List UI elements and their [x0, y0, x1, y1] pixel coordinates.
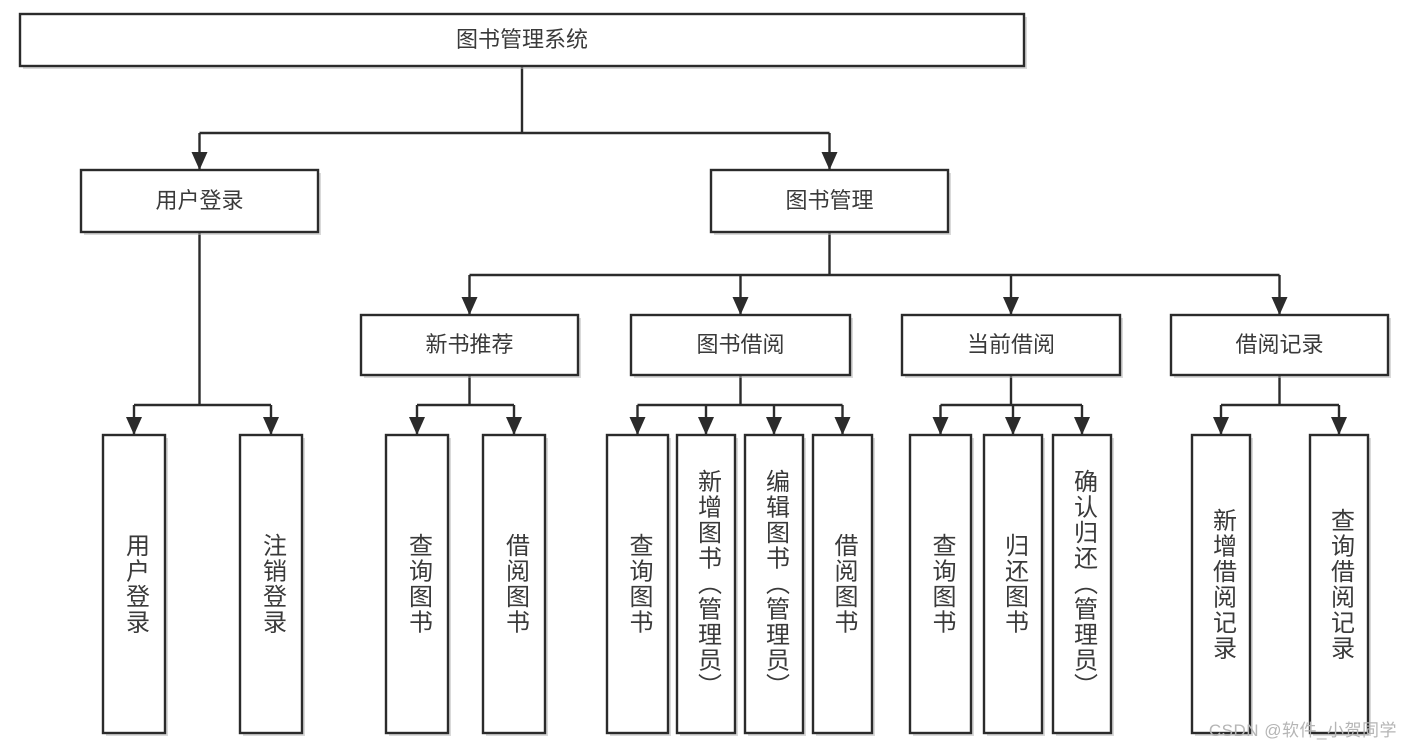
node-box[interactable]	[18, 12, 1026, 68]
node-box[interactable]	[629, 313, 852, 377]
arrow-head-icon	[1005, 417, 1021, 435]
arrow-head-icon	[1271, 297, 1288, 315]
arrow-head-icon	[698, 417, 714, 435]
node-box[interactable]	[908, 433, 973, 735]
arrow-head-icon	[263, 417, 279, 435]
node-box[interactable]	[811, 433, 874, 735]
node-book-borrow[interactable]: 图书借阅	[629, 313, 853, 378]
node-root[interactable]: 图书管理系统	[18, 12, 1027, 69]
node-leaf-add-record[interactable]	[1190, 433, 1253, 736]
node-box[interactable]	[238, 433, 304, 735]
arrow-head-icon	[191, 152, 208, 170]
node-box[interactable]	[481, 433, 547, 735]
node-label: 图书管理	[785, 188, 873, 213]
node-leaf-query-record[interactable]	[1308, 433, 1371, 736]
arrow-head-icon	[766, 417, 782, 435]
arrow-head-icon	[461, 297, 478, 315]
node-leaf-confirm-return[interactable]	[1051, 433, 1114, 736]
connector-layer	[126, 66, 1347, 435]
node-borrow-record[interactable]: 借阅记录	[1169, 313, 1391, 378]
node-label: 当前借阅	[967, 332, 1055, 357]
arrow-head-icon	[821, 152, 838, 170]
node-leaf-borrow-book-2[interactable]	[811, 433, 875, 736]
node-label: 图书借阅	[696, 332, 784, 357]
node-leaf-user-login[interactable]	[101, 433, 168, 736]
node-new-book-rec[interactable]: 新书推荐	[359, 313, 581, 378]
node-leaf-query-book-2[interactable]	[605, 433, 671, 736]
arrow-head-icon	[126, 417, 142, 435]
node-leaf-logout[interactable]	[238, 433, 305, 736]
node-leaf-edit-book[interactable]	[743, 433, 806, 736]
node-box[interactable]	[982, 433, 1044, 735]
watermark-text: CSDN @软件_小贺同学	[1208, 721, 1397, 740]
node-book-manage[interactable]: 图书管理	[709, 168, 951, 235]
arrow-head-icon	[1331, 417, 1347, 435]
node-box[interactable]	[79, 168, 320, 234]
arrow-head-icon	[409, 417, 425, 435]
node-box[interactable]	[1051, 433, 1113, 735]
node-box[interactable]	[743, 433, 805, 735]
arrow-head-icon	[629, 417, 646, 435]
arrow-head-icon	[834, 417, 851, 435]
node-label: 借阅记录	[1235, 332, 1323, 357]
node-box[interactable]	[605, 433, 670, 735]
arrow-head-icon	[1003, 297, 1019, 315]
node-leaf-add-book[interactable]	[675, 433, 738, 736]
node-box[interactable]	[1190, 433, 1252, 735]
node-box[interactable]	[384, 433, 450, 735]
node-leaf-query-book-3[interactable]	[908, 433, 974, 736]
node-box[interactable]	[1308, 433, 1370, 735]
node-user-login[interactable]: 用户登录	[79, 168, 321, 235]
node-box[interactable]	[900, 313, 1122, 377]
node-leaf-borrow-book-1[interactable]	[481, 433, 548, 736]
node-box[interactable]	[1169, 313, 1390, 377]
node-box[interactable]	[675, 433, 737, 735]
node-label: 用户登录	[155, 188, 243, 213]
arrow-head-icon	[1074, 417, 1090, 435]
node-box[interactable]	[359, 313, 580, 377]
node-box[interactable]	[101, 433, 167, 735]
node-leaf-query-book-1[interactable]	[384, 433, 451, 736]
node-current-borrow[interactable]: 当前借阅	[900, 313, 1123, 378]
node-label: 新书推荐	[425, 332, 513, 357]
node-box[interactable]	[709, 168, 950, 234]
arrow-head-icon	[732, 297, 749, 315]
node-leaf-return-book[interactable]	[982, 433, 1045, 736]
arrow-head-icon	[506, 417, 522, 435]
arrow-head-icon	[1213, 417, 1229, 435]
node-label: 图书管理系统	[456, 27, 588, 52]
arrow-head-icon	[932, 417, 949, 435]
